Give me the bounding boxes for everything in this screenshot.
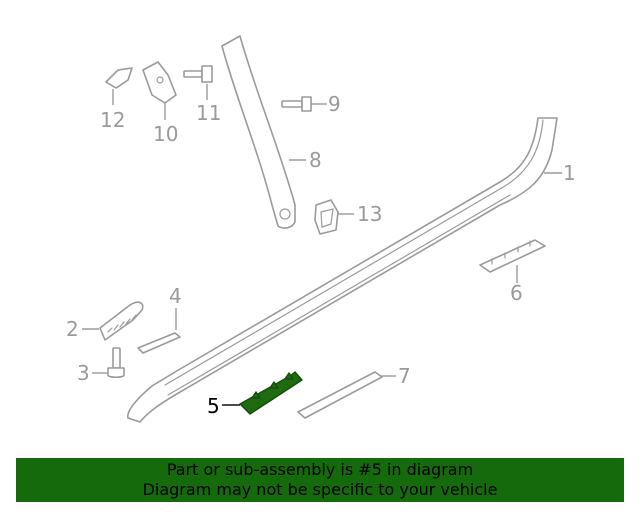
callout-4[interactable]: 4: [169, 284, 182, 308]
parts-diagram: 1 2 3 4 5 6 7 8: [66, 35, 576, 423]
part-11-bolt[interactable]: [183, 65, 213, 83]
part-13-square-clip[interactable]: [314, 199, 339, 235]
callout-7[interactable]: 7: [398, 364, 411, 388]
callout-13[interactable]: 13: [357, 202, 382, 226]
callout-3[interactable]: 3: [77, 361, 90, 385]
part-1-rocker-panel[interactable]: [127, 117, 558, 423]
part-8-pillar-trim[interactable]: [221, 35, 296, 229]
callout-1[interactable]: 1: [563, 161, 576, 185]
callout-9[interactable]: 9: [328, 92, 341, 116]
callout-10[interactable]: 10: [153, 122, 178, 146]
callout-12[interactable]: 12: [100, 108, 125, 132]
part-9-screw[interactable]: [281, 96, 312, 112]
part-6-sill-bracket[interactable]: [479, 239, 546, 273]
callout-6[interactable]: 6: [510, 281, 523, 305]
part-3-bolt[interactable]: [107, 347, 125, 379]
info-banner: Part or sub-assembly is #5 in diagram Di…: [16, 458, 624, 502]
part-10-mounting-bracket[interactable]: [142, 61, 177, 104]
part-5-bracket[interactable]: [239, 371, 303, 415]
banner-line-1: Part or sub-assembly is #5 in diagram: [166, 460, 474, 479]
callout-11[interactable]: 11: [196, 101, 221, 125]
part-2-trim-piece[interactable]: [99, 301, 144, 341]
part-12-clip[interactable]: [105, 67, 133, 89]
part-7-strip[interactable]: [297, 371, 383, 419]
banner-line-2: Diagram may not be specific to your vehi…: [142, 480, 498, 499]
callout-8[interactable]: 8: [309, 148, 322, 172]
part-4-rod[interactable]: [137, 332, 181, 354]
callout-5[interactable]: 5: [207, 394, 220, 418]
callout-2[interactable]: 2: [66, 317, 79, 341]
